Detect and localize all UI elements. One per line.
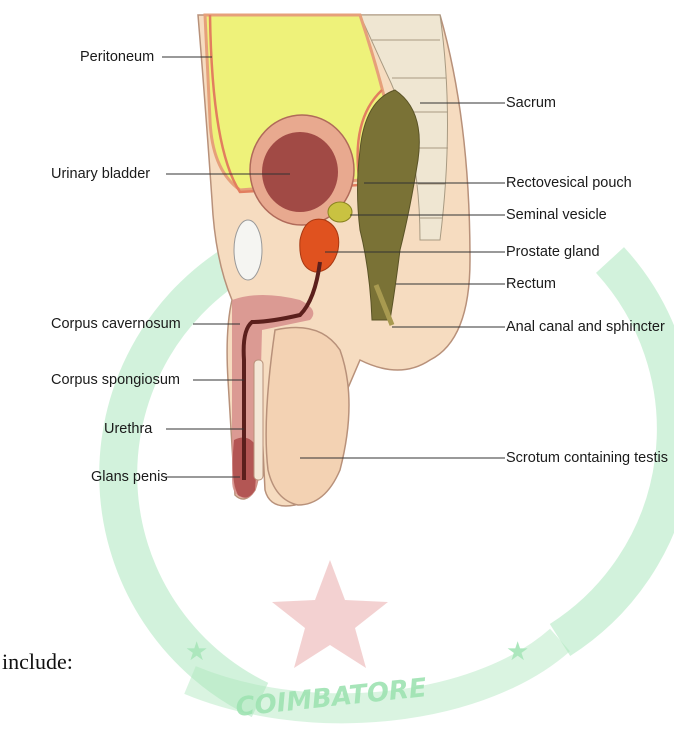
label-urinary-bladder: Urinary bladder: [51, 165, 150, 183]
watermark-star-right: ★: [506, 637, 529, 667]
label-scrotum: Scrotum containing testis: [506, 449, 668, 467]
label-anal-canal: Anal canal and sphincter: [506, 318, 665, 336]
watermark-star: [272, 560, 388, 668]
label-sacrum: Sacrum: [506, 94, 556, 112]
corpus-spongiosum: [254, 360, 263, 480]
label-rectovesical-pouch: Rectovesical pouch: [506, 174, 632, 192]
label-rectum: Rectum: [506, 275, 556, 293]
label-glans-penis: Glans penis: [91, 468, 168, 486]
watermark-star-left: ★: [185, 637, 208, 667]
bladder-lumen: [262, 132, 338, 212]
pubic-bone: [234, 220, 262, 280]
label-urethra: Urethra: [104, 420, 152, 438]
scrotum: [266, 328, 349, 506]
page-text-fragment: include:: [2, 649, 73, 675]
label-corpus-cavernosum: Corpus cavernosum: [51, 315, 181, 333]
label-peritoneum: Peritoneum: [80, 48, 154, 66]
label-seminal-vesicle: Seminal vesicle: [506, 206, 607, 224]
seminal-vesicle: [328, 202, 352, 222]
label-corpus-spongiosum: Corpus spongiosum: [51, 371, 180, 389]
label-prostate-gland: Prostate gland: [506, 243, 600, 261]
